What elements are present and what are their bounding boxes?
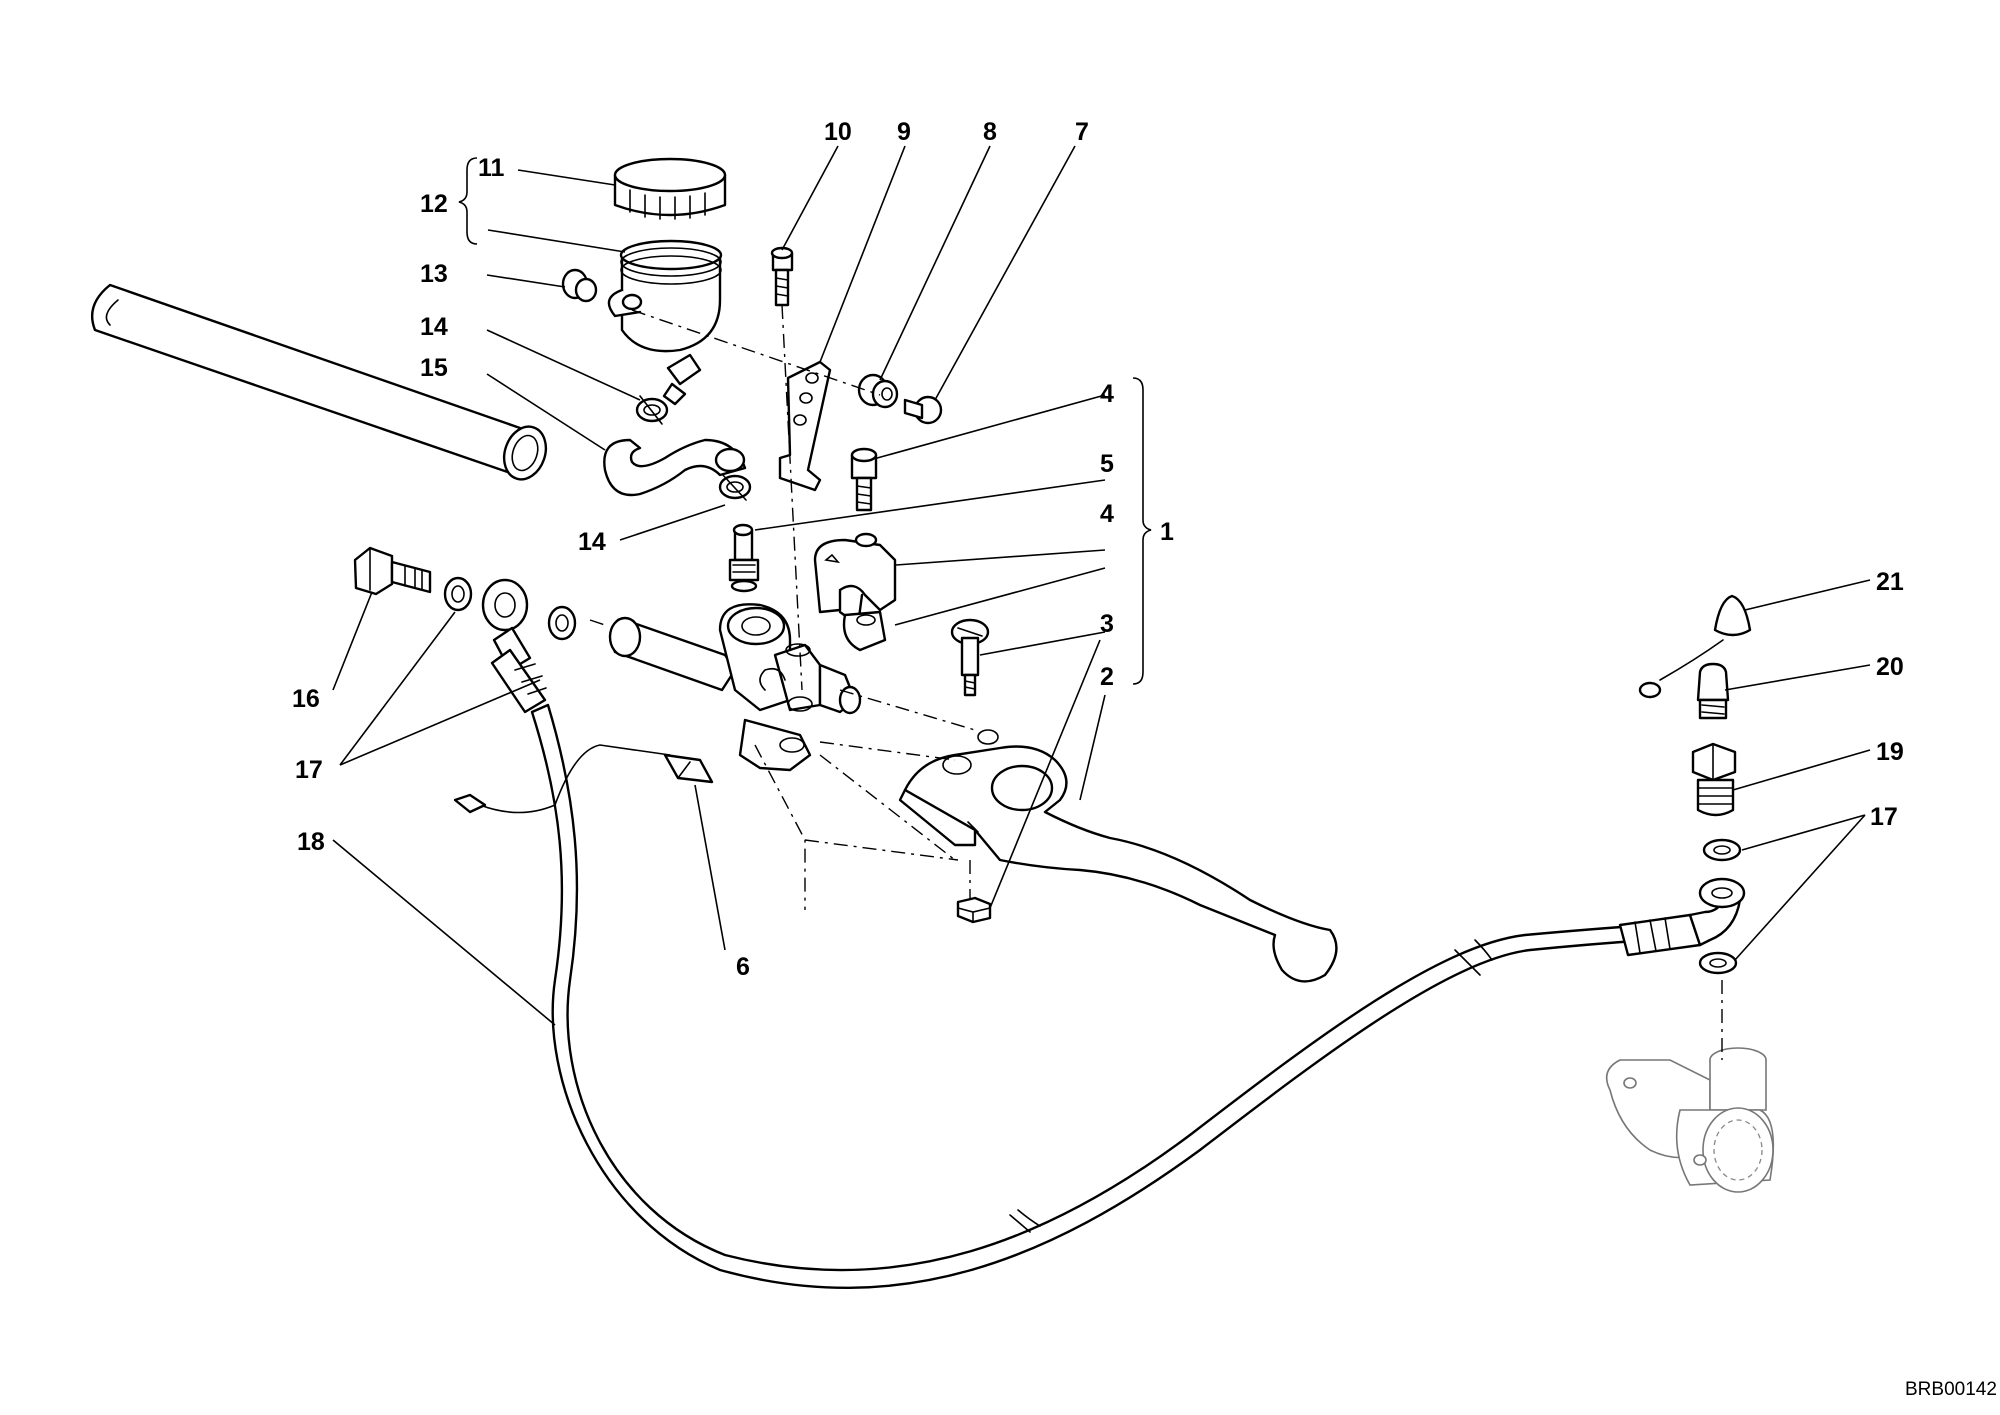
callout-20: 20 xyxy=(1876,653,1904,681)
callout-9: 9 xyxy=(897,118,911,146)
callout-17-right: 17 xyxy=(1870,803,1898,831)
callout-12: 12 xyxy=(420,190,448,218)
callout-18: 18 xyxy=(297,828,325,856)
reservoir-bracket xyxy=(778,360,832,492)
callout-16: 16 xyxy=(292,685,320,713)
callout-4-lower: 4 xyxy=(1100,500,1114,528)
bleed-cap xyxy=(1638,594,1752,699)
clutch-hose xyxy=(530,703,1652,1290)
callout-3: 3 xyxy=(1100,610,1114,638)
callout-17-left: 17 xyxy=(295,756,323,784)
callout-4-upper: 4 xyxy=(1100,380,1114,408)
clamp-bolt xyxy=(850,447,878,512)
bushing xyxy=(857,373,899,409)
alignment-lines xyxy=(589,304,1723,1060)
callout-2: 2 xyxy=(1100,663,1114,691)
pivot-nut xyxy=(956,896,992,924)
reservoir-cap xyxy=(613,157,727,220)
washer-right-1 xyxy=(1702,838,1742,862)
clutch-switch xyxy=(453,744,714,814)
bleed-adapter xyxy=(1691,742,1737,817)
callout-8: 8 xyxy=(983,118,997,146)
callout-11: 11 xyxy=(478,154,505,182)
callout-14-lower: 14 xyxy=(578,528,606,556)
hose-end-fitting xyxy=(1618,877,1746,957)
leader-lines xyxy=(332,145,1871,1026)
callout-15: 15 xyxy=(420,354,448,382)
callout-14-upper: 14 xyxy=(420,313,448,341)
slave-cylinder xyxy=(1605,1047,1775,1193)
callout-5: 5 xyxy=(1100,450,1114,478)
callout-labels: 1 2 3 4 4 5 6 7 8 9 10 11 12 13 14 14 15… xyxy=(292,118,1904,981)
reservoir-hose xyxy=(603,438,747,497)
hose-clamp-lower xyxy=(718,473,752,501)
callout-10: 10 xyxy=(824,118,852,146)
washer-left-1 xyxy=(443,576,473,612)
handlebar-clamp xyxy=(813,532,897,652)
callout-21: 21 xyxy=(1876,568,1904,596)
reservoir-body xyxy=(607,239,723,406)
callout-19: 19 xyxy=(1876,738,1904,766)
diagram-code: BRB00142 xyxy=(1905,1379,1997,1400)
reservoir-screw xyxy=(903,395,943,425)
bracket-bolt xyxy=(770,246,794,307)
hose-clamp-upper xyxy=(635,395,669,425)
pivot-bolt xyxy=(950,618,990,697)
clutch-lever xyxy=(898,729,1338,983)
reservoir-fitting xyxy=(728,523,760,593)
callout-6: 6 xyxy=(736,953,750,981)
brace-1 xyxy=(1132,377,1152,685)
handlebar-tube xyxy=(90,283,548,481)
brace-12 xyxy=(458,157,478,245)
washer-left-2 xyxy=(547,605,577,641)
grommet xyxy=(561,268,598,303)
master-cylinder xyxy=(608,603,862,772)
bleed-screw xyxy=(1696,662,1730,720)
callout-13: 13 xyxy=(420,260,448,288)
banjo-fitting xyxy=(481,578,547,714)
washer-right-2 xyxy=(1698,951,1738,975)
callout-1: 1 xyxy=(1160,518,1174,546)
banjo-bolt xyxy=(353,546,432,596)
callout-7: 7 xyxy=(1075,118,1089,146)
